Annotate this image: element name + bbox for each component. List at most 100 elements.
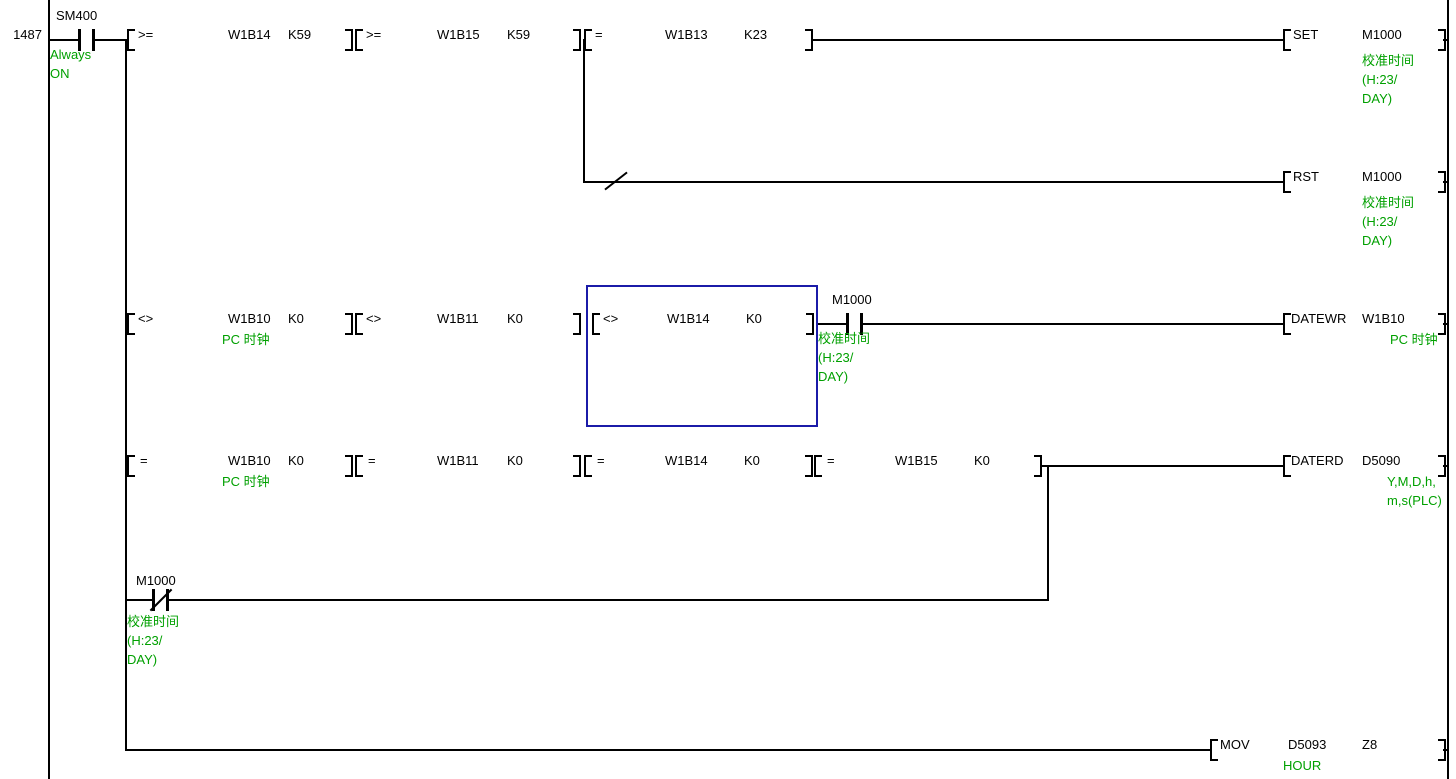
wire — [169, 599, 1049, 601]
set-mnemonic[interactable]: SET — [1293, 27, 1319, 42]
bracket-left — [1210, 739, 1218, 761]
bracket-left — [1283, 29, 1291, 51]
mov-mnemonic[interactable]: MOV — [1220, 737, 1250, 752]
contact-bar[interactable] — [166, 589, 169, 611]
wire — [95, 39, 127, 41]
bracket-left — [584, 29, 592, 51]
wire — [1443, 323, 1449, 325]
rst-operand[interactable]: M1000 — [1362, 169, 1402, 184]
r1-cmp3-s2[interactable]: K23 — [744, 27, 768, 42]
bracket-right — [573, 29, 581, 51]
r4-cmp2-s2[interactable]: K0 — [507, 453, 523, 468]
bracket-left — [814, 455, 822, 477]
r1-cmp1-s2[interactable]: K59 — [288, 27, 312, 42]
r3-cmp3-s1[interactable]: W1B14 — [667, 311, 710, 326]
wire — [1443, 181, 1449, 183]
datewr-operand-comment: PC 时钟 — [1390, 332, 1438, 347]
set-operand[interactable]: M1000 — [1362, 27, 1402, 42]
wire — [50, 39, 78, 41]
bracket-left — [1283, 171, 1291, 193]
bracket-right — [573, 313, 581, 335]
selection-cursor — [586, 285, 818, 427]
rst-mnemonic[interactable]: RST — [1293, 169, 1319, 184]
wire-v-left-branch — [125, 39, 127, 751]
nc-contact-m1000-comment: 校准时间 (H:23/ DAY) — [127, 614, 180, 667]
contact-m1000-label[interactable]: M1000 — [832, 292, 872, 307]
bracket-right — [806, 313, 814, 335]
r4-cmp3-s2[interactable]: K0 — [744, 453, 760, 468]
bracket-left — [592, 313, 600, 335]
wire-v-rst-branch — [583, 39, 585, 183]
datewr-mnemonic[interactable]: DATEWR — [1291, 311, 1347, 326]
r4-cmp2-s1[interactable]: W1B11 — [437, 453, 479, 468]
bracket-right — [345, 29, 353, 51]
daterd-operand[interactable]: D5090 — [1362, 453, 1401, 468]
wire — [1443, 465, 1449, 467]
right-power-rail — [1447, 0, 1449, 779]
contact-sm400-label[interactable]: SM400 — [56, 8, 98, 23]
contact-bar[interactable] — [860, 313, 863, 335]
daterd-operand-comment: Y,M,D,h, m,s(PLC) — [1387, 474, 1442, 508]
bracket-left — [355, 455, 363, 477]
r3-cmp1-s2[interactable]: K0 — [288, 311, 304, 326]
wire-v-or-branch — [1047, 465, 1049, 601]
r1-cmp2-s2[interactable]: K59 — [507, 27, 531, 42]
datewr-operand[interactable]: W1B10 — [1362, 311, 1405, 326]
bracket-left — [355, 29, 363, 51]
r4-cmp1-s2[interactable]: K0 — [288, 453, 304, 468]
set-operand-comment: 校准时间 (H:23/ DAY) — [1362, 53, 1415, 106]
r3-cmp1-s1[interactable]: W1B10 — [228, 311, 271, 326]
daterd-mnemonic[interactable]: DATERD — [1291, 453, 1344, 468]
r3-cmp1-op[interactable]: <> — [138, 311, 154, 326]
r4-cmp1-comment: PC 时钟 — [222, 474, 270, 489]
contact-bar[interactable] — [846, 313, 849, 335]
contact-bar[interactable] — [92, 29, 95, 51]
r1-cmp3-op[interactable]: = — [595, 27, 603, 42]
bracket-left — [355, 313, 363, 335]
bracket-left — [127, 313, 135, 335]
r4-cmp4-s2[interactable]: K0 — [974, 453, 990, 468]
contact-bar[interactable] — [78, 29, 81, 51]
contact-sm400-comment: Always ON — [50, 47, 92, 81]
r1-cmp1-op[interactable]: >= — [138, 27, 154, 42]
r4-cmp2-op[interactable]: = — [368, 453, 376, 468]
wire — [125, 749, 1210, 751]
wire — [1443, 749, 1449, 751]
wire — [583, 181, 1283, 183]
wire — [125, 599, 152, 601]
r1-cmp3-s1[interactable]: W1B13 — [665, 27, 708, 42]
wire — [1443, 39, 1449, 41]
bracket-right — [805, 455, 813, 477]
r3-cmp2-s2[interactable]: K0 — [507, 311, 523, 326]
r3-cmp2-s1[interactable]: W1B11 — [437, 311, 479, 326]
bracket-left — [584, 455, 592, 477]
mov-operand-dest[interactable]: Z8 — [1362, 737, 1378, 752]
r3-cmp1-comment: PC 时钟 — [222, 332, 270, 347]
r4-cmp1-s1[interactable]: W1B10 — [228, 453, 271, 468]
mov-operand-comment: HOUR — [1283, 758, 1322, 773]
bracket-left — [127, 455, 135, 477]
r4-cmp1-op[interactable]: = — [140, 453, 148, 468]
r4-cmp3-s1[interactable]: W1B14 — [665, 453, 708, 468]
r3-cmp2-op[interactable]: <> — [366, 311, 382, 326]
r1-cmp2-s1[interactable]: W1B15 — [437, 27, 480, 42]
r4-cmp4-op[interactable]: = — [827, 453, 835, 468]
step-number: 1487 — [13, 27, 42, 42]
r1-cmp2-op[interactable]: >= — [366, 27, 382, 42]
r4-cmp3-op[interactable]: = — [597, 453, 605, 468]
bracket-right — [345, 313, 353, 335]
nc-contact-m1000-label[interactable]: M1000 — [136, 573, 176, 588]
bracket-right — [345, 455, 353, 477]
r1-cmp1-s1[interactable]: W1B14 — [228, 27, 271, 42]
rst-operand-comment: 校准时间 (H:23/ DAY) — [1362, 195, 1415, 248]
bracket-left — [1283, 455, 1291, 477]
mov-operand-source[interactable]: D5093 — [1288, 737, 1327, 752]
contact-bar[interactable] — [152, 589, 155, 611]
r3-cmp3-op[interactable]: <> — [603, 311, 619, 326]
left-power-rail — [48, 0, 50, 779]
r4-cmp4-s1[interactable]: W1B15 — [895, 453, 938, 468]
wire — [812, 39, 1283, 41]
r3-cmp3-s2[interactable]: K0 — [746, 311, 762, 326]
bracket-left — [1283, 313, 1291, 335]
contact-m1000-comment: 校准时间 (H:23/ DAY) — [818, 331, 871, 384]
